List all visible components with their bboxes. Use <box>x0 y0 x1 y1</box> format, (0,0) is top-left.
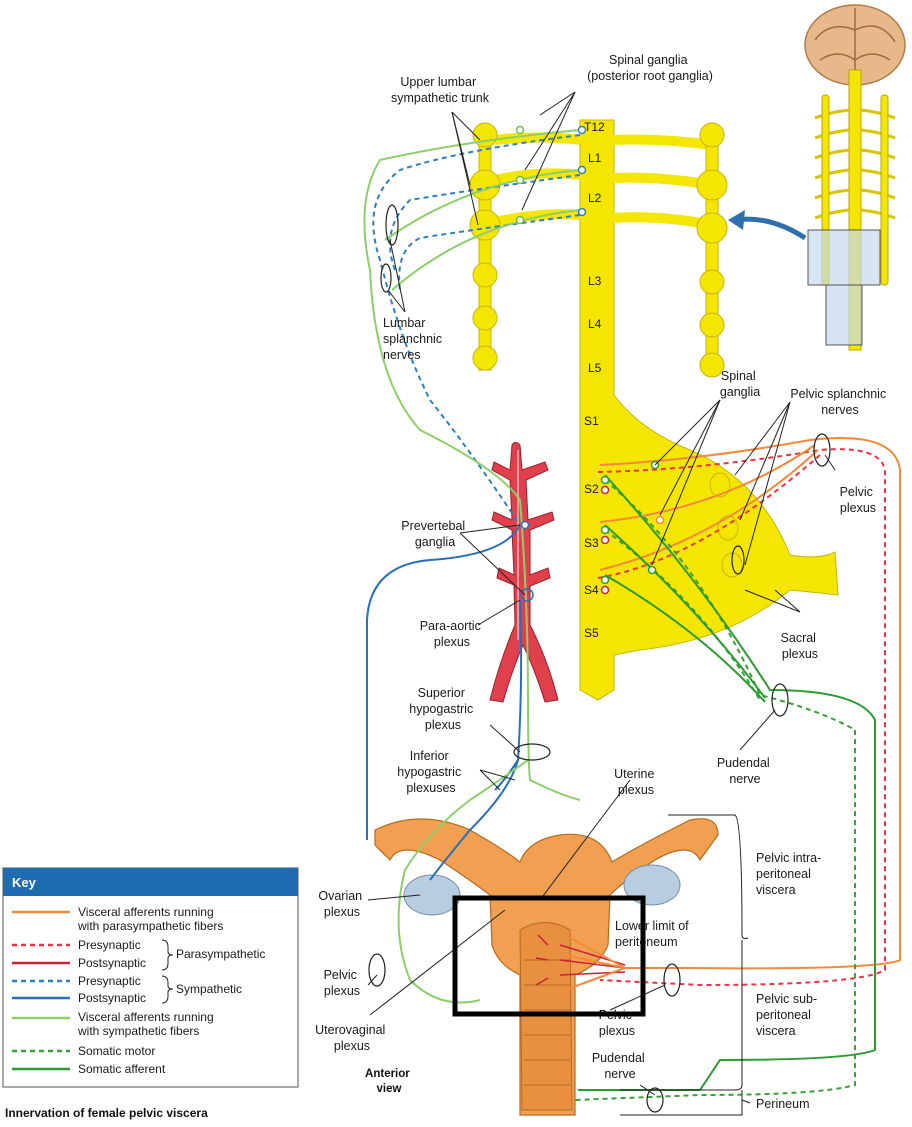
pelvic-plexus-right-label: Pelvic plexus <box>840 485 877 515</box>
segment-label: S3 <box>584 536 599 550</box>
segment-labels: T12 L1 L2 L3 L4 L5 S1 S2 S3 S4 S5 <box>584 120 605 640</box>
uterine-plexus-label: Uterine plexus <box>614 767 658 797</box>
key-legend: Key Visceral afferents running with para… <box>2 867 299 1088</box>
visceral-sympathetic-paths <box>363 129 581 1004</box>
para-aortic-label: Para-aortic plexus <box>420 619 485 649</box>
key-item-text: Somatic motor <box>78 1044 155 1058</box>
left-sympathetic-trunk <box>469 122 501 371</box>
spinal-ganglia-sacral-label: Spinal ganglia <box>720 369 760 399</box>
key-item-text: Visceral afferents running with sympathe… <box>77 1010 217 1038</box>
segment-label: S4 <box>584 583 599 597</box>
key-group-parasympathetic: Parasympathetic <box>176 947 265 961</box>
segment-label: L3 <box>588 274 602 288</box>
right-sympathetic-trunk <box>696 122 728 378</box>
key-group-sympathetic: Sympathetic <box>176 982 242 996</box>
anterior-view-label: Anterior view <box>365 1068 413 1095</box>
segment-label: S2 <box>584 482 599 496</box>
segment-label: S5 <box>584 626 599 640</box>
segment-label: S1 <box>584 414 599 428</box>
pelvic-plexus-left-label: Pelvic plexus <box>324 968 361 998</box>
segment-label: L2 <box>588 191 602 205</box>
segment-label: L1 <box>588 151 602 165</box>
key-brace <box>161 975 174 1004</box>
segment-label: L5 <box>588 361 602 375</box>
segment-label: L4 <box>588 317 602 331</box>
sacral-plexus-label: Sacral plexus <box>781 631 820 661</box>
pelvic-sub-label: Pelvic sub- peritoneal viscera <box>756 992 821 1038</box>
spinal-ganglia-top-label: Spinal ganglia (posterior root ganglia) <box>587 53 713 83</box>
key-title: Key <box>12 875 37 890</box>
sacral-ganglia <box>709 472 743 578</box>
key-item-text: Somatic afferent <box>78 1062 166 1076</box>
uterus <box>374 818 719 1116</box>
superior-hypogastric-label: Superior hypogastric plexus <box>409 686 476 732</box>
lumbar-splanchnic-label: Lumbar splanchnic nerves <box>383 316 446 362</box>
segment-label: T12 <box>584 120 605 134</box>
key-item-text: Presynaptic <box>78 938 141 952</box>
upper-lumbar-label: Upper lumbar sympathetic trunk <box>391 75 490 105</box>
leader-lines <box>367 91 836 1116</box>
key-item-text: Visceral afferents running with parasymp… <box>77 905 223 933</box>
somatic-afferent-paths <box>578 474 876 1091</box>
ganglion-markers <box>515 125 665 602</box>
visceral-parasympathetic-paths <box>564 437 901 991</box>
figure-caption: Innervation of female pelvic viscera <box>5 1106 208 1120</box>
lower-limit-label: Lower limit of peritoneum <box>615 919 692 949</box>
highlight-box <box>452 895 646 1017</box>
uterovaginal-label: Uterovaginal plexus <box>315 1023 389 1053</box>
somatic-motor-paths <box>574 479 856 1101</box>
prevertebral-label: Prevertebal ganglia <box>401 519 468 549</box>
plexus-ellipses <box>368 204 831 1113</box>
pudendal-lower-label: Pudendal nerve <box>592 1051 648 1081</box>
brain-inset <box>728 4 906 351</box>
pudendal-upper-label: Pudendal nerve <box>717 756 773 786</box>
key-item-text: Presynaptic <box>78 974 141 988</box>
key-item-text: Postsynaptic <box>78 991 146 1005</box>
ovarian-plexus-label: Ovarian plexus <box>318 889 365 919</box>
inferior-hypogastric-label: Inferior hypogastric plexuses <box>397 749 464 795</box>
key-brace <box>161 939 174 971</box>
perineum-label: Perineum <box>756 1097 810 1111</box>
pelvic-splanchnic-label: Pelvic splanchnic nerves <box>790 387 889 417</box>
key-item-text: Postsynaptic <box>78 956 146 970</box>
pelvic-intra-label: Pelvic intra- peritoneal viscera <box>756 851 825 897</box>
